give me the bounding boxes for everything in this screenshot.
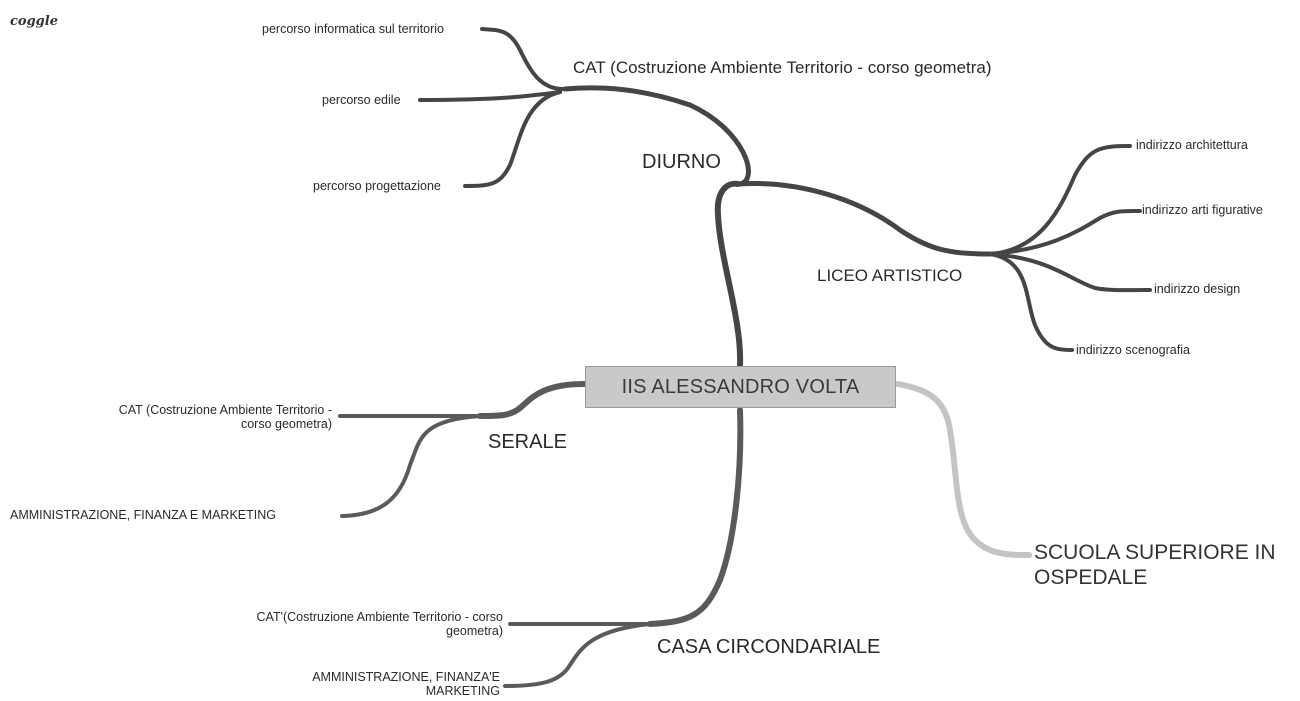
branch-casa-afm [503,622,652,688]
node-percorso-progettazione[interactable]: percorso progettazione [313,179,441,193]
node-scuola-ospedale-line2: OSPEDALE [1034,566,1148,590]
coggle-logo: coggle [10,14,58,29]
node-scuola-ospedale[interactable]: SCUOLA SUPERIORE IN OSPEDALE [1034,540,1276,590]
branch-cat-edile [418,90,562,102]
node-indirizzo-design[interactable]: indirizzo design [1154,282,1241,296]
node-casa-cat-line1: CAT'(Costruzione Ambiente Territorio - c… [256,610,503,624]
node-serale-cat-line2: corso geometra) [240,416,332,431]
branch-diurno-cat [562,85,751,187]
node-indirizzo-architettura[interactable]: indirizzo architettura [1136,138,1248,152]
node-indirizzo-arti-figurative[interactable]: indirizzo arti figurative [1142,203,1263,217]
node-casa-afm-line2: MARKETING [425,683,500,698]
node-diurno-cat[interactable]: CAT (Costruzione Ambiente Territorio - c… [573,58,992,77]
node-scuola-ospedale-line1: SCUOLA SUPERIORE IN [1034,541,1276,564]
node-casa-circondariale[interactable]: CASA CIRCONDARIALE [657,636,881,658]
node-diurno[interactable]: DIURNO [642,151,721,173]
node-casa-afm-line1: AMMINISTRAZIONE, FINANZA'E [312,670,500,684]
node-serale[interactable]: SERALE [488,431,567,453]
branch-cat-informatica [480,27,567,92]
branch-diurno-liceo [735,181,993,257]
branch-liceo-scenografia [988,252,1074,352]
branch-ospedale [895,381,1033,558]
node-serale-afm[interactable]: AMMINISTRAZIONE, FINANZA E MARKETING [10,508,276,522]
node-percorso-informatica[interactable]: percorso informatica sul territorio [262,22,445,36]
branch-casa [647,407,744,627]
node-casa-cat-line2: geometra) [446,623,503,638]
central-node[interactable]: IIS ALESSANDRO VOLTA [585,366,896,408]
branch-liceo-design [988,252,1152,293]
branch-serale [477,381,587,419]
node-casa-afm[interactable]: AMMINISTRAZIONE, FINANZA'E MARKETING [260,670,500,699]
node-serale-cat-line1: CAT (Costruzione Ambiente Territorio - [118,403,332,417]
node-percorso-edile[interactable]: percorso edile [322,93,401,107]
branch-diurno [714,180,744,368]
branch-liceo-arti [988,208,1142,256]
node-casa-cat[interactable]: CAT'(Costruzione Ambiente Territorio - c… [200,610,503,639]
branch-serale-afm [340,414,482,518]
branch-cat-progettazione [463,90,562,188]
node-indirizzo-scenografia[interactable]: indirizzo scenografia [1076,343,1190,357]
branch-liceo-architettura [988,144,1132,256]
node-serale-cat[interactable]: CAT (Costruzione Ambiente Territorio - c… [60,403,332,432]
node-liceo-artistico[interactable]: LICEO ARTISTICO [817,266,963,285]
